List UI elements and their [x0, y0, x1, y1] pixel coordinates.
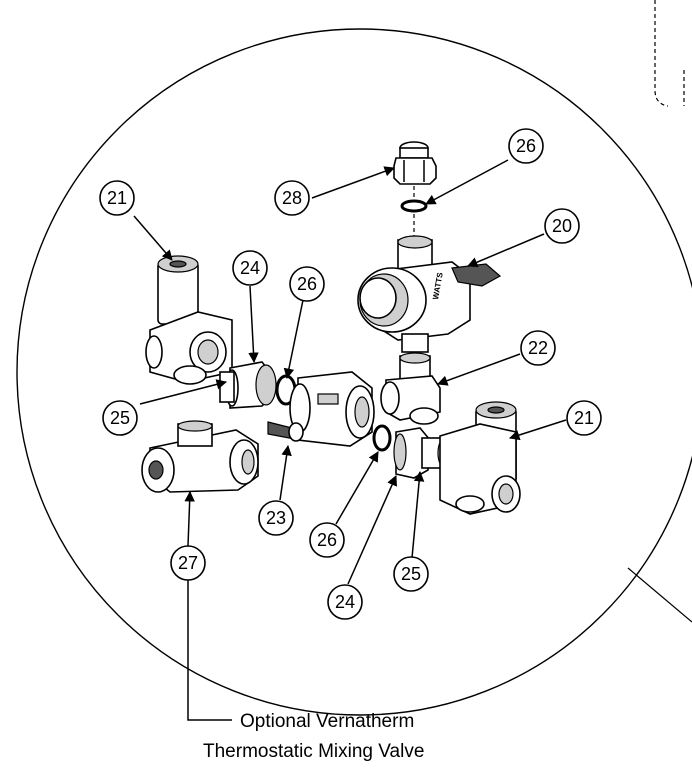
- part-23-ball-valve: [267, 371, 375, 447]
- callout-25-lower: 25: [393, 556, 429, 592]
- callout-28: 28: [274, 180, 310, 216]
- callout-26-top: 26: [508, 128, 544, 164]
- callout-22: 22: [520, 330, 556, 366]
- leader-arrows: [133, 159, 567, 585]
- callout-21-right: 21: [566, 400, 602, 436]
- callout-label: 27: [178, 553, 198, 573]
- callout-label: 23: [266, 508, 286, 528]
- caption-line-1: Optional Vernatherm: [240, 711, 414, 732]
- part-27-vernatherm-valve: [141, 420, 259, 493]
- callout-label: 24: [240, 258, 260, 278]
- callout-27: 27: [170, 545, 206, 581]
- callout-23: 23: [258, 500, 294, 536]
- part-26-top-washer: [400, 199, 428, 213]
- callout-26-left: 26: [289, 266, 325, 302]
- callout-25-upper: 25: [102, 400, 138, 436]
- callout-26-center: 26: [309, 522, 345, 558]
- part-25-upper-tailpiece: [219, 371, 235, 403]
- callout-label: 21: [574, 408, 594, 428]
- callout-24-upper: 24: [232, 250, 268, 286]
- callout-label: 26: [297, 274, 317, 294]
- detail-circle: [16, 28, 692, 716]
- callout-label: 20: [552, 216, 572, 236]
- detail-leader-line: [627, 567, 692, 623]
- callout-label: 26: [317, 530, 337, 550]
- caption-leader: [187, 580, 232, 721]
- callout-label: 21: [107, 188, 127, 208]
- part-21-right-check-valve: [439, 401, 521, 515]
- dashed-frame: [654, 0, 669, 107]
- callout-20: 20: [544, 208, 580, 244]
- callout-label: 25: [401, 564, 421, 584]
- callout-label: 22: [528, 338, 548, 358]
- callout-label: 28: [282, 188, 302, 208]
- callout-label: 26: [516, 136, 536, 156]
- caption-line-2: Thermostatic Mixing Valve: [203, 741, 424, 762]
- part-21-left-check-valve: [145, 255, 233, 385]
- part-26-center-washer: [372, 424, 392, 452]
- part-20-mixing-valve: WATTS: [357, 235, 502, 353]
- callout-label: 25: [110, 408, 130, 428]
- part-28-top-union-nut: [393, 141, 437, 185]
- callout-21-left: 21: [99, 180, 135, 216]
- part-22-tee: [380, 352, 441, 425]
- callout-24-lower: 24: [327, 584, 363, 620]
- callout-label: 24: [335, 592, 355, 612]
